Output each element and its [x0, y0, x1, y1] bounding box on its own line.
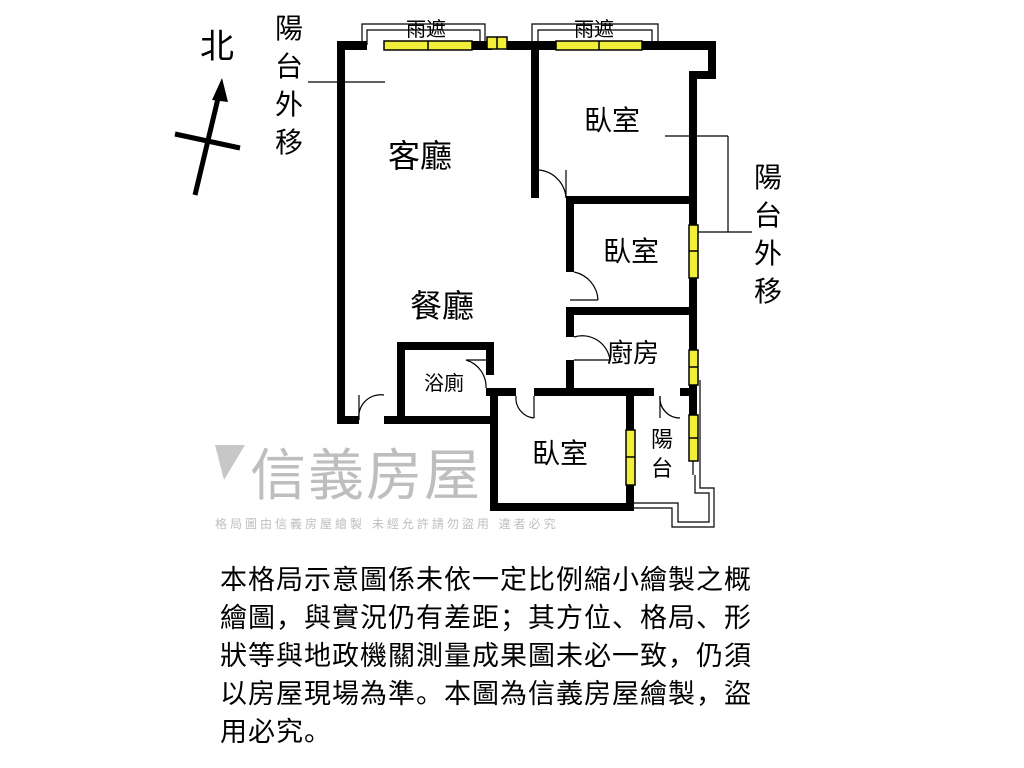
- disclaimer-line: 繪圖，與實況仍有差距；其方位、格局、形: [220, 603, 752, 634]
- rain-cover-left: 雨遮: [406, 17, 446, 41]
- doors: [358, 169, 681, 421]
- watermark-logo-icon: [215, 445, 245, 480]
- char: 外: [275, 88, 303, 121]
- room-kitchen: 廚房: [607, 339, 659, 369]
- room-bedroom-middle: 臥室: [603, 235, 659, 268]
- disclaimer-line: 本格局示意圖係未依一定比例縮小繪製之概: [220, 565, 752, 596]
- balcony-moved-right: 陽 台 外 移: [754, 161, 782, 308]
- room-bathroom: 浴廁: [424, 371, 464, 395]
- char: 台: [275, 50, 303, 83]
- disclaimer: 本格局示意圖係未依一定比例縮小繪製之概 繪圖，與實況仍有差距；其方位、格局、形 …: [220, 562, 840, 752]
- watermark-line: 格局圖由信義房屋繪製 未經允許請勿盜用 違者必究: [215, 516, 559, 531]
- room-living: 客廳: [388, 137, 452, 175]
- room-dining: 餐廳: [410, 287, 474, 325]
- room-bedroom-top: 臥室: [584, 104, 640, 137]
- char: 陽: [754, 161, 782, 194]
- watermark-brand: 信義房屋: [250, 444, 482, 509]
- rain-cover-right: 雨遮: [574, 17, 614, 41]
- disclaimer-line: 用必究。: [220, 717, 332, 748]
- char: 陽: [275, 12, 303, 45]
- room-balcony-2: 台: [651, 457, 673, 482]
- balcony-moved-left: 陽 台 外 移: [275, 12, 303, 159]
- room-bedroom-bottom: 臥室: [532, 437, 588, 470]
- char: 台: [754, 199, 782, 232]
- disclaimer-line: 以房屋現場為準。本圖為信義房屋繪製，盜: [220, 679, 752, 710]
- disclaimer-line: 狀等與地政機關測量成果圖未必一致，仍須: [220, 641, 752, 672]
- watermark: 信義房屋 格局圖由信義房屋繪製 未經允許請勿盜用 違者必究: [215, 444, 559, 531]
- char: 移: [754, 275, 782, 308]
- char: 外: [754, 237, 782, 270]
- compass-icon: [174, 78, 241, 196]
- walls: [337, 41, 716, 511]
- room-balcony-1: 陽: [651, 428, 673, 453]
- windows: [383, 36, 699, 486]
- north-label: 北: [200, 27, 234, 67]
- char: 移: [275, 126, 303, 159]
